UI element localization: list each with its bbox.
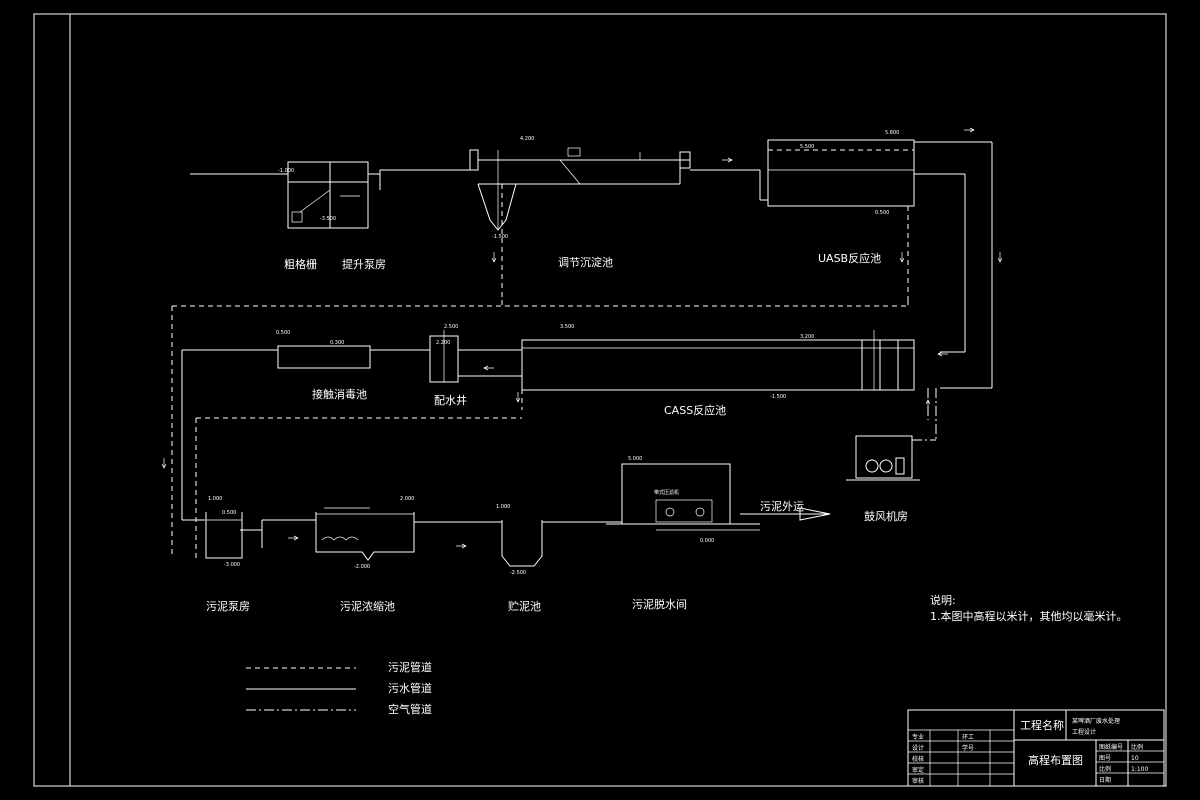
legend-sludge-pipe: 污泥管道: [388, 660, 432, 674]
regulating-tank-structure: [469, 147, 691, 231]
elev-storage-bottom: -2.500: [510, 570, 526, 576]
label-uasb: UASB反应池: [818, 251, 881, 265]
label-blower-room: 鼓风机房: [864, 509, 908, 523]
tb-row3-label: 校核: [912, 755, 924, 763]
elev-cass-top: 3.500: [560, 324, 574, 330]
label-distribution-well: 配水井: [434, 393, 467, 407]
thickener-structure: [315, 507, 415, 561]
elev-thickener-top: 2.000: [400, 496, 414, 502]
outer-border: [33, 13, 1167, 787]
elev-cass-water: 3.200: [800, 334, 814, 340]
label-sludge-storage: 贮泥池: [508, 600, 541, 613]
flow-arrows: [161, 127, 1003, 549]
elev-contact-tank: 0.500: [276, 330, 290, 336]
distribution-well-structure: [429, 330, 459, 383]
tb-r-value3: 1:100: [1131, 766, 1148, 773]
elev-uasb-water: 5.500: [800, 144, 814, 150]
tb-row1-value: 环工: [962, 734, 974, 741]
notes-line1: 1.本图中高程以米计，其他均以毫米计。: [930, 609, 1128, 623]
cass-structure: [521, 330, 915, 391]
tb-project-name-1: 某啤酒厂废水处理: [1072, 717, 1120, 725]
tb-drawing-title: 高程布置图: [1028, 753, 1083, 767]
elev-dewatering-roof: 5.000: [628, 456, 642, 462]
elev-coarse-screen: -1.000: [278, 168, 294, 174]
elev-spump-top: 1.000: [208, 496, 222, 502]
tb-r-value2: 10: [1131, 755, 1139, 762]
elev-uasb-bottom: 0.500: [875, 210, 889, 216]
elev-dewatering-floor: 0.000: [700, 538, 714, 544]
label-coarse-screen: 粗格栅: [284, 257, 317, 271]
tb-row1-label: 专业: [912, 733, 924, 741]
tb-r-label1: 图纸编号: [1099, 743, 1123, 751]
elev-contact-water: 0.300: [330, 340, 344, 346]
elev-spump-bottom: -3.000: [224, 562, 240, 568]
tb-row2-label: 设计: [912, 744, 924, 752]
label-sludge-export: 污泥外运: [760, 500, 804, 513]
label-lift-pump-house: 提升泵房: [342, 258, 386, 271]
tb-r-label3: 比例: [1099, 765, 1111, 773]
uasb-structure: [767, 139, 915, 207]
elev-thickener-bottom: -2.000: [354, 564, 370, 570]
blower-room-structure: [846, 435, 920, 481]
label-sludge-thickener: 污泥浓缩池: [340, 600, 395, 613]
elev-dist-top: 2.500: [444, 324, 458, 330]
storage-tank-structure: [501, 520, 543, 567]
sludge-pump-structure: [205, 512, 263, 559]
elev-reg-top: 4.200: [520, 136, 534, 142]
legend-air-pipe: 空气管道: [388, 702, 432, 716]
dewatering-room-structure: [606, 463, 760, 531]
dewatering-machine-label: 带式压滤机: [654, 489, 679, 496]
title-block: [907, 709, 1165, 787]
elev-reg-bottom: -1.500: [492, 234, 508, 240]
elev-cass-bottom: -1.500: [770, 394, 786, 400]
elev-uasb-top: 5.800: [885, 130, 899, 136]
elev-storage-top: 1.000: [496, 504, 510, 510]
label-reg-tank: 调节沉淀池: [558, 255, 613, 269]
legend-sewage-pipe: 污水管道: [388, 681, 432, 695]
lift-pump-house-structure: [287, 161, 381, 229]
tb-r-value1: 比例: [1131, 743, 1143, 751]
label-contact-tank: 接触消毒池: [312, 387, 367, 401]
label-dewatering-room: 污泥脱水间: [632, 597, 687, 611]
tb-project-name-2: 工程设计: [1072, 728, 1096, 736]
label-sludge-pump-house: 污泥泵房: [206, 600, 250, 613]
tb-row2-value: 学号: [962, 744, 974, 752]
elev-dist-water: 2.200: [436, 340, 450, 346]
label-cass: CASS反应池: [664, 403, 726, 417]
notes-title: 说明:: [930, 593, 956, 607]
inner-border: [69, 13, 1167, 787]
elev-lift-pump: -3.500: [320, 216, 336, 222]
tb-r-label2: 图号: [1099, 755, 1111, 762]
tb-row5-label: 审核: [912, 777, 924, 785]
contact-tank-structure: [277, 345, 371, 369]
tb-row4-label: 审定: [912, 766, 924, 774]
tb-project-label: 工程名称: [1020, 718, 1064, 732]
elev-spump-water: 0.500: [222, 510, 236, 516]
tb-r-label4: 日期: [1099, 776, 1111, 784]
